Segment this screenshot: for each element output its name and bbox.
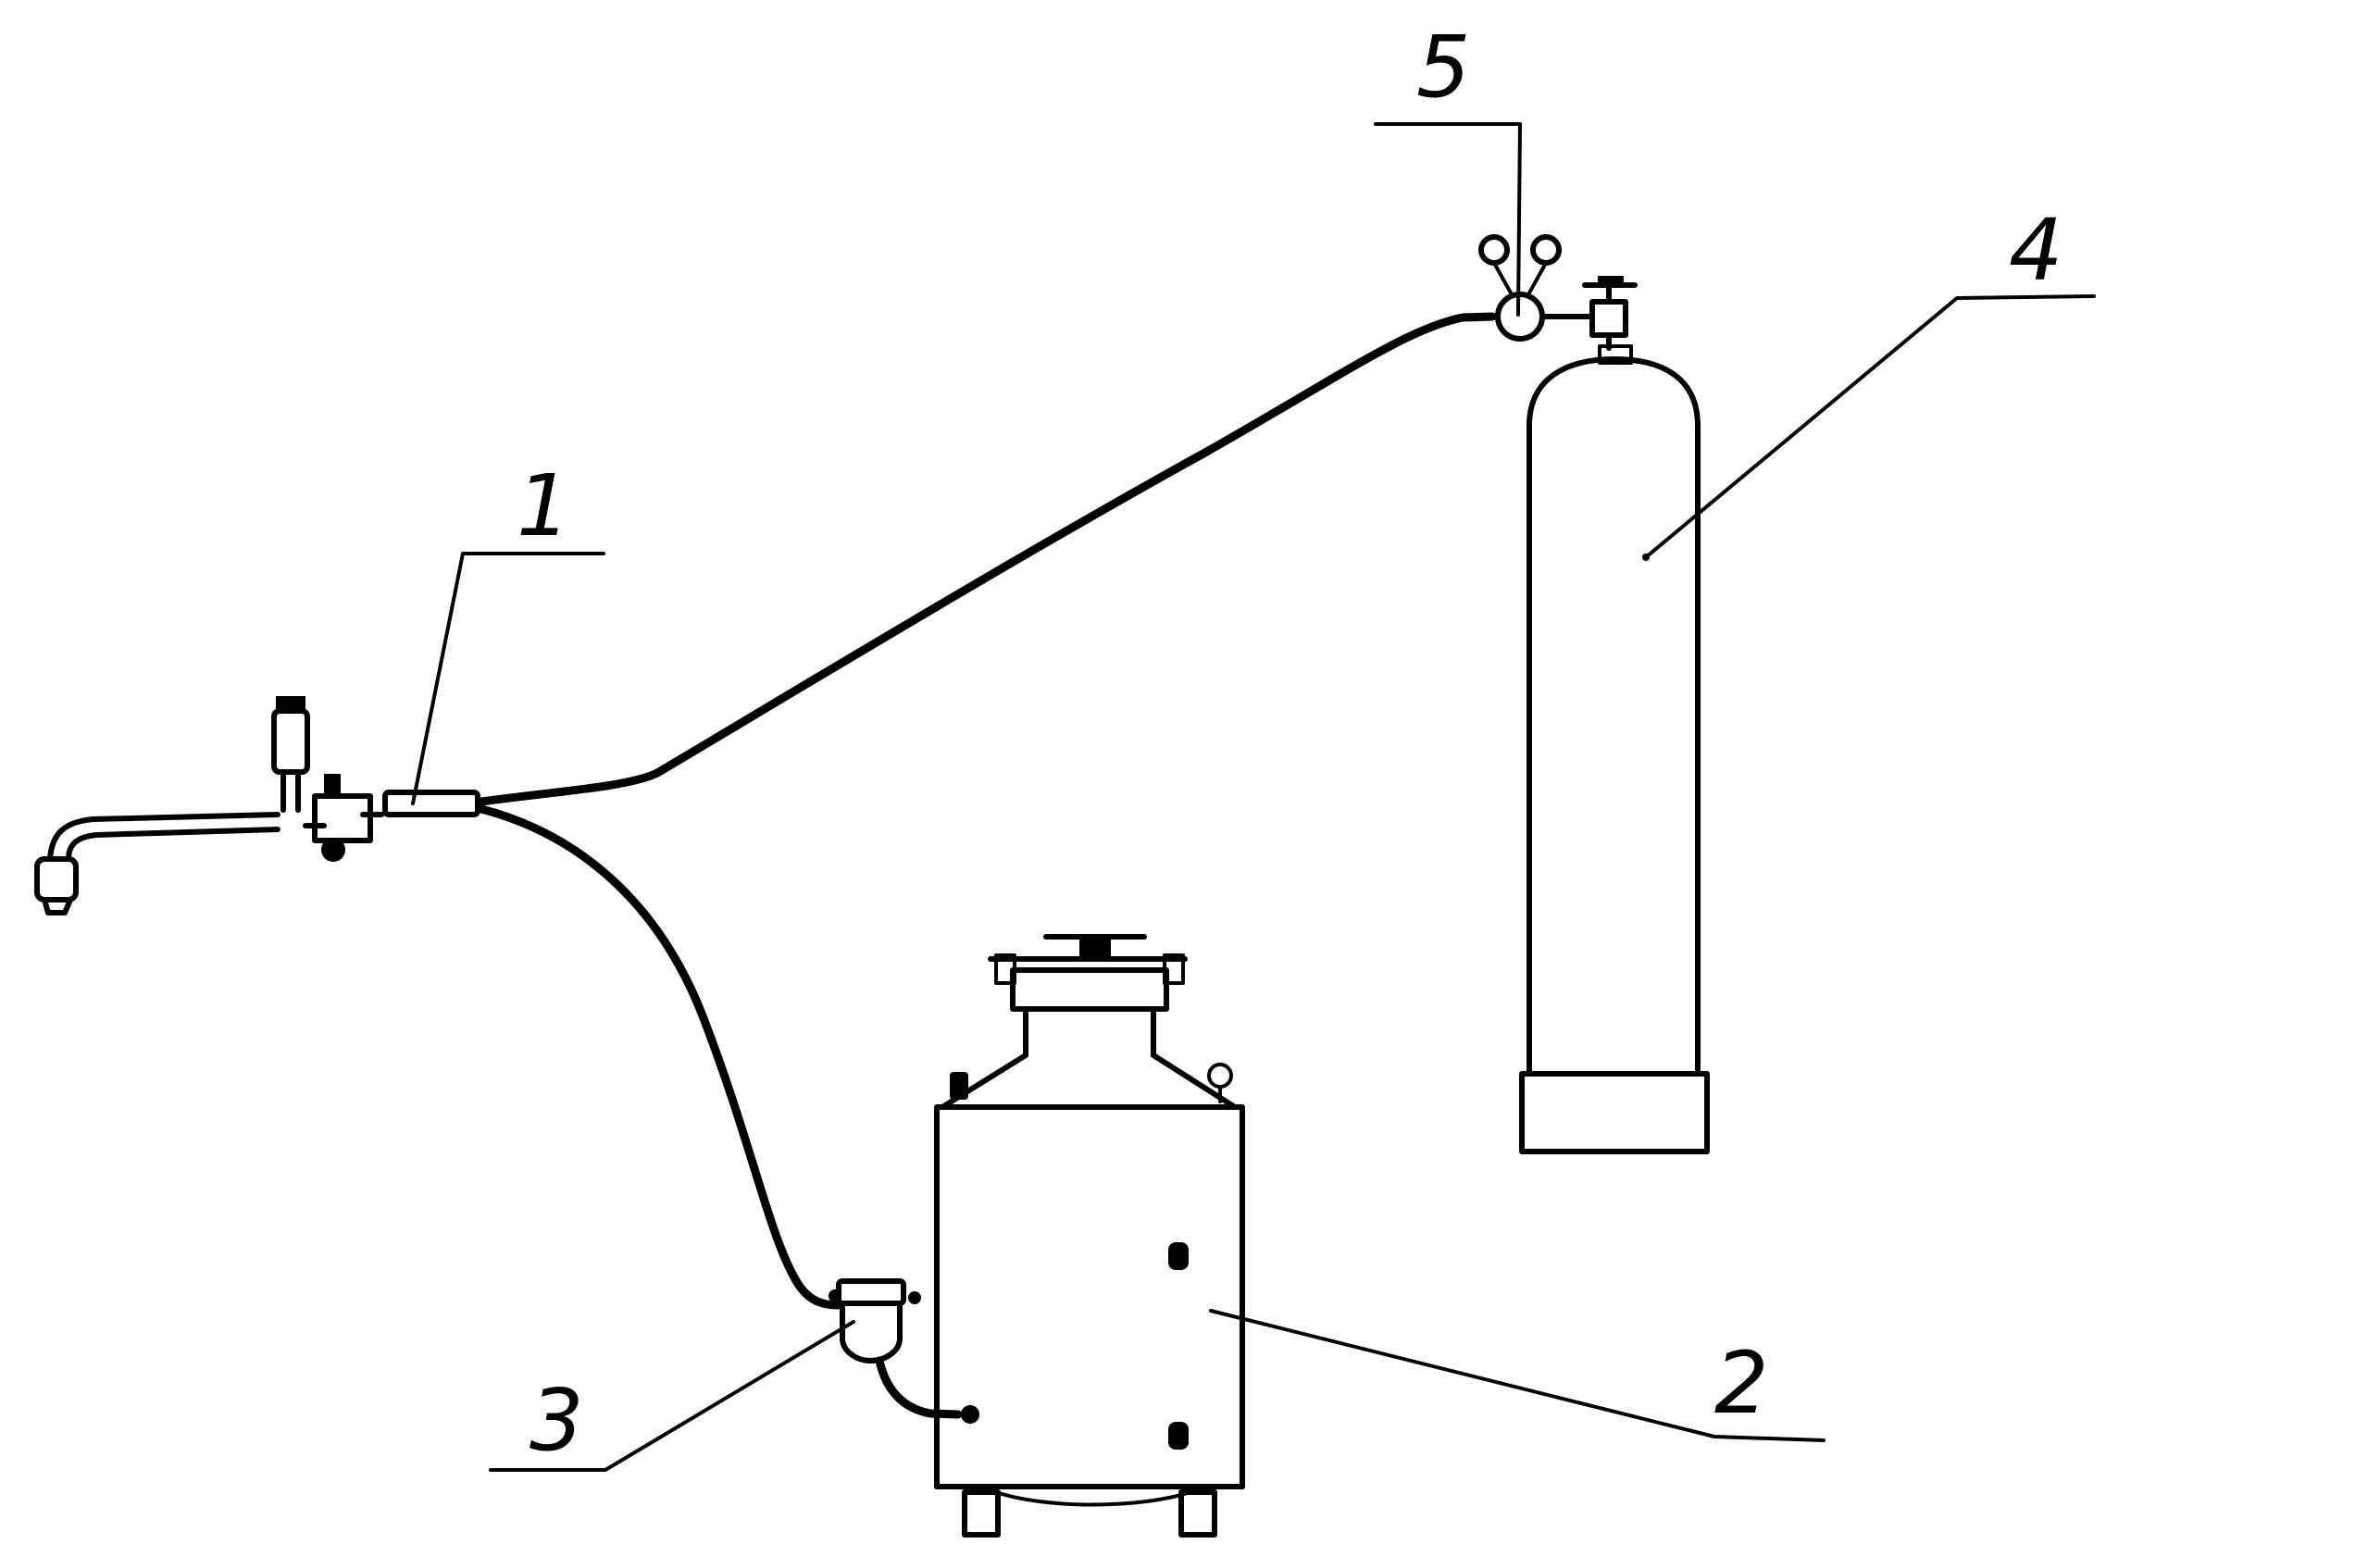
callout-number-5: 5 [1416, 18, 1471, 117]
leader-line-3 [489, 1320, 855, 1472]
gas-hose [477, 312, 1497, 806]
filter-icon [829, 1278, 921, 1363]
spray-gun-icon [34, 696, 480, 915]
callout-number-2: 2 [1714, 1334, 1769, 1433]
leader-line-5 [1374, 122, 1522, 317]
leader-line-4 [1644, 294, 2096, 559]
callout-labels: 1 2 3 4 5 [517, 18, 2063, 1470]
pressure-tank-icon [934, 934, 1245, 1538]
pressure-regulator-icon [1478, 234, 1638, 351]
leader-lines [411, 122, 2096, 1472]
callout-number-3: 3 [530, 1371, 584, 1470]
callout-number-4: 4 [2009, 201, 2063, 300]
callout-number-1: 1 [517, 456, 571, 555]
filter-outlet-hose [875, 1356, 963, 1419]
paint-hose [477, 804, 842, 1310]
leader-line-2 [1209, 1309, 1825, 1442]
gas-cylinder-icon [1519, 344, 1710, 1154]
hoses [477, 312, 1497, 1419]
leader-line-1 [411, 552, 605, 805]
